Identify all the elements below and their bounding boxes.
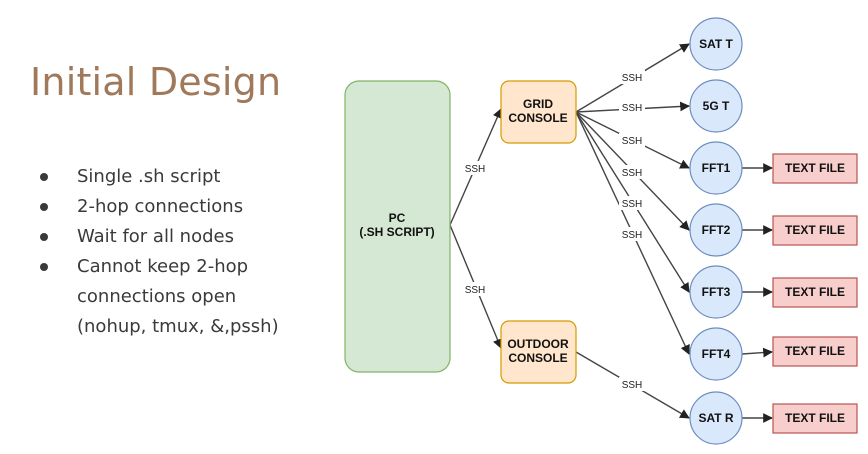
edge-label-ssh: SSH [622,199,643,210]
text-file-3 [772,277,858,308]
text-file-2 [772,215,858,246]
sat-t-label: SAT T [699,37,733,51]
pc-node: PC (.SH SCRIPT) [344,80,451,373]
bullet-item: Wait for all nodes [40,222,297,252]
text-file-1 [772,153,858,184]
circle-labels: SAT T 5G T FFT1 FFT2 FFT3 FFT4 SAT R [698,37,733,425]
grid-console-sublabel: CONSOLE [508,111,567,125]
fft2-label: FFT2 [702,223,731,237]
text-file-label: TEXT FILE [785,223,845,237]
fft2-node [689,203,743,257]
fft1-label: FFT1 [702,161,731,175]
edge-label-ssh: SSH [622,380,643,391]
edge-label-ssh: SSH [622,73,643,84]
edge-labels: SSH SSH SSH SSH SSH SSH SSH SSH SSH [462,70,645,391]
5g-t-node [689,79,743,133]
grid-console-label: GRID [523,97,553,111]
sat-t-node [689,17,743,71]
pc-label: PC [389,211,406,225]
edge-fft4-file [741,347,773,358]
bullet-dot [40,173,48,181]
bullet-list: Single .sh script 2-hop connections Wait… [40,162,297,342]
bullet-item: Cannot keep 2-hop connections open (nohu… [40,252,297,342]
text-file-label: TEXT FILE [785,285,845,299]
outdoor-console-label: OUTDOOR [507,337,569,351]
bullet-dot [40,233,48,241]
fft4-label: FFT4 [702,347,731,361]
sat-r-label: SAT R [698,411,733,425]
edge-label-ssh: SSH [622,103,643,114]
text-file-label: TEXT FILE [785,344,845,358]
text-file-label: TEXT FILE [785,161,845,175]
fft1-node [689,141,743,195]
bullet-dot [40,263,48,271]
text-file-boxes [772,153,858,434]
outdoor-console-node: OUTDOOR CONSOLE [500,320,577,384]
bullet-text: Cannot keep 2-hop connections open (nohu… [77,256,279,337]
pc-sublabel: (.SH SCRIPT) [359,225,434,239]
bullet-text: 2-hop connections [77,196,244,217]
bullet-item: Single .sh script [40,162,297,192]
text-file-5 [772,403,858,434]
sat-r-node [689,391,743,445]
edge-label-ssh: SSH [465,164,486,175]
circle-nodes [689,17,743,445]
5g-t-label: 5G T [703,99,730,113]
edge-label-ssh: SSH [465,285,486,296]
slide-title: Initial Design [30,60,282,104]
fft4-node [689,327,743,381]
edge-label-ssh: SSH [622,230,643,241]
edge-label-ssh: SSH [622,136,643,147]
bullet-dot [40,203,48,211]
text-file-labels: TEXT FILE TEXT FILE TEXT FILE TEXT FILE … [785,161,845,425]
fft3-label: FFT3 [702,285,731,299]
outdoor-console-sublabel: CONSOLE [508,351,567,365]
text-file-4 [772,336,858,367]
fft3-node [689,265,743,319]
grid-console-node: GRID CONSOLE [500,80,577,144]
bullet-text: Wait for all nodes [77,226,234,247]
bullet-item: 2-hop connections [40,192,297,222]
text-file-label: TEXT FILE [785,411,845,425]
bullet-text: Single .sh script [77,166,221,187]
edge-label-ssh: SSH [622,168,643,179]
